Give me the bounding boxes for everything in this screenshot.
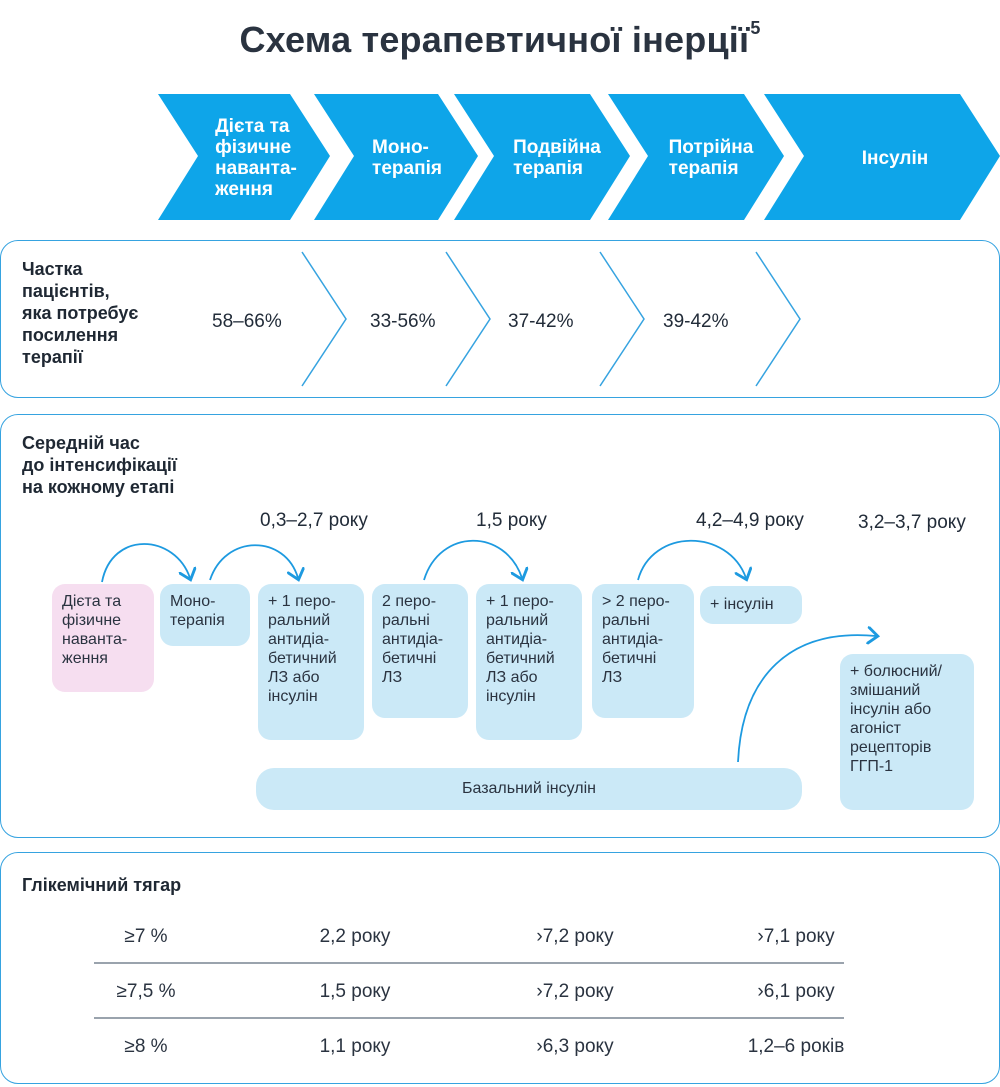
time-period-2: 1,5 року <box>476 510 547 531</box>
box-add-1-oral-a: + 1 перо- ральний антидіа- бетичний ЛЗ а… <box>258 584 364 740</box>
arrow-gt2-to-insulin <box>637 539 746 580</box>
arrow-diet-to-mono <box>101 543 190 583</box>
burden-value: 1,2–6 років <box>747 1036 845 1057</box>
arrow-mono-to-add1 <box>209 544 298 580</box>
stage-label-diet: Дієта та фізичне наванта- ження <box>215 116 297 200</box>
burden-value: 1,1 року <box>319 1036 391 1057</box>
box-bolus: + болюсний/ змішаний інсулін або агоніст… <box>840 654 974 810</box>
share-dividers <box>301 251 801 387</box>
stage-chevron-triple <box>608 94 784 220</box>
stage-chevron-diet <box>158 94 330 220</box>
share-value-triple: 39-42% <box>663 311 729 332</box>
time-period-3: 4,2–4,9 року <box>696 510 804 531</box>
share-panel <box>0 240 1000 398</box>
burden-value: ›7,1 року <box>757 926 835 947</box>
burden-value: 2,2 року <box>319 926 391 947</box>
title-footnote: 5 <box>750 18 761 38</box>
share-divider-3 <box>599 251 645 387</box>
stage-chevron-dual <box>454 94 630 220</box>
burden-value: ›6,1 року <box>757 981 835 1002</box>
box-diet: Дієта та фізичне наванта- ження <box>52 584 154 692</box>
burden-heading: Глікемічний тягар <box>22 875 182 895</box>
share-heading: Частка пацієнтів, яка потребує посилення… <box>22 259 139 367</box>
burden-panel <box>0 852 1000 1084</box>
share-value-diet: 58–66% <box>212 311 282 332</box>
stage-label-dual: Подвійна терапія <box>513 137 601 179</box>
arrow-2oral-to-add1 <box>423 539 522 580</box>
page-title: Схема терапевтичної інерції5 <box>239 18 761 60</box>
burden-value: ›6,3 року <box>536 1036 614 1057</box>
burden-threshold: ≥7 % <box>124 926 168 947</box>
burden-value: ›7,2 року <box>536 926 614 947</box>
share-value-dual: 37-42% <box>508 311 574 332</box>
share-divider-1 <box>301 251 347 387</box>
burden-row-divider <box>94 962 844 964</box>
basal-insulin-bar: Базальний інсулін <box>256 768 802 810</box>
share-divider-4 <box>755 251 801 387</box>
burden-value: ›7,2 року <box>536 981 614 1002</box>
burden-threshold: ≥8 % <box>124 1036 168 1057</box>
stage-label-insulin: Інсулін <box>861 147 929 169</box>
burden-row-divider <box>94 1017 844 1019</box>
box-add-1-oral-b: + 1 перо- ральний антидіа- бетичний ЛЗ а… <box>476 584 582 740</box>
share-divider-2 <box>445 251 491 387</box>
box-gt2-oral: > 2 перо- ральні антидіа- бетичні ЛЗ <box>592 584 694 718</box>
arrow-basal-to-bolus <box>737 635 876 763</box>
box-mono: Моно- терапія <box>160 584 250 646</box>
box-2-oral: 2 перо- ральні антидіа- бетичні ЛЗ <box>372 584 468 718</box>
share-value-mono: 33-56% <box>370 311 436 332</box>
stage-label-mono: Моно- терапія <box>372 137 442 179</box>
burden-threshold: ≥7,5 % <box>116 981 176 1002</box>
stage-chevrons <box>158 94 1000 220</box>
stage-chevron-insulin <box>764 94 1000 220</box>
time-period-1: 0,3–2,7 року <box>260 510 368 531</box>
stage-chevron-mono <box>314 94 478 220</box>
stage-label-triple: Потрійна терапія <box>668 137 754 179</box>
burden-value: 1,5 року <box>319 981 391 1002</box>
time-period-4: 3,2–3,7 року <box>858 512 966 533</box>
box-plus-insulin: + інсулін <box>700 586 802 624</box>
time-heading: Середній час до інтенсифікації на кожном… <box>22 433 177 497</box>
